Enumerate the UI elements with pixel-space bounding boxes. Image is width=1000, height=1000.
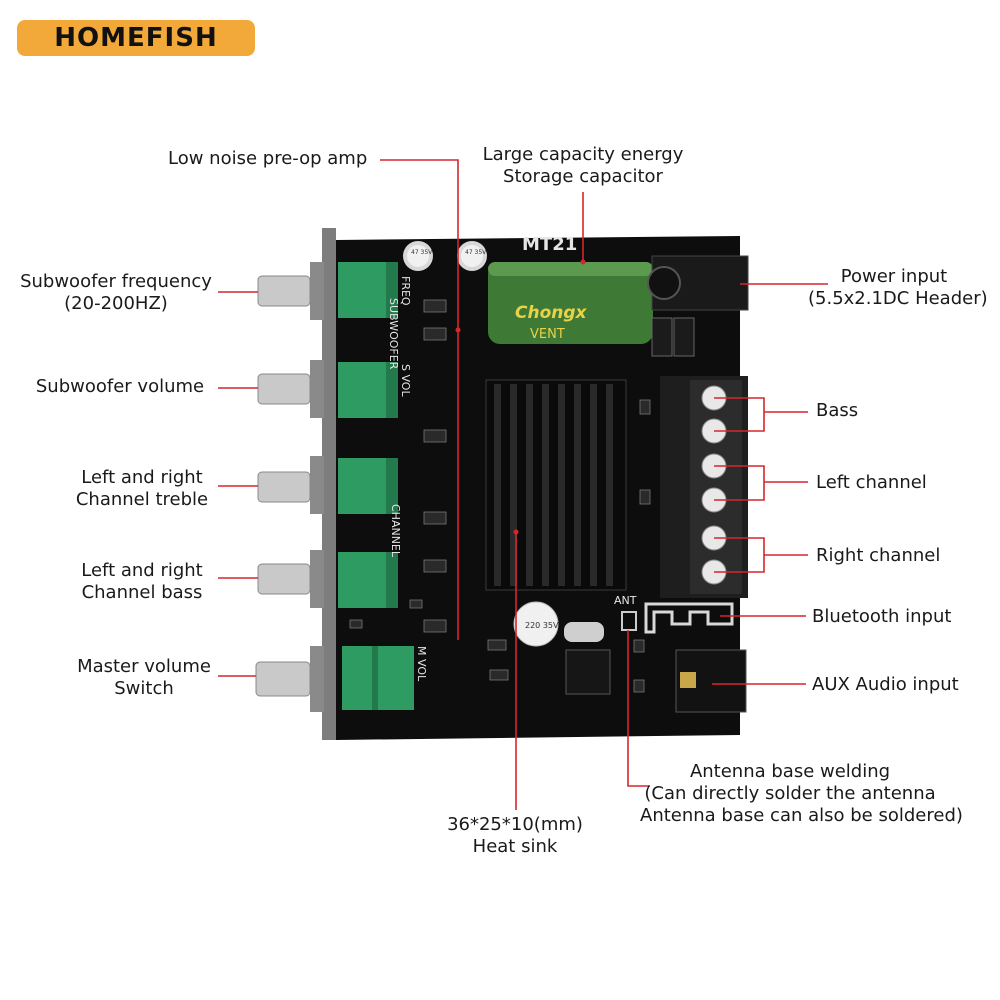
storage-capacitor: Chongx VENT [488,262,653,344]
knob-subwoofer-frequency[interactable] [257,262,324,320]
knob-bass[interactable] [257,550,324,608]
label-bluetooth-input: Bluetooth input [812,606,952,627]
crystal [564,622,604,642]
antenna-base-pad [621,611,637,631]
svg-text:VENT: VENT [530,327,565,342]
label-right-channel: Right channel [816,545,941,566]
small-capacitor-1: 47 35V [403,241,433,271]
ant-silkscreen: ANT [614,594,637,607]
front-panel [322,228,336,740]
label-antenna-base: Antenna base welding(Can directly solder… [640,761,963,826]
label-subwoofer-frequency: Subwoofer frequency(20-200HZ) [20,271,212,314]
diode-1 [651,317,673,357]
label-left-channel: Left channel [816,472,927,493]
bluetooth-chip [565,649,611,695]
power-jack [647,255,749,311]
knob-master-volume[interactable] [255,646,324,712]
model-text: MT21 [522,234,577,255]
label-subwoofer-volume: Subwoofer volume [35,376,205,397]
label-heat-sink: 36*25*10(mm)Heat sink [447,814,583,857]
bluetooth-antenna-trace [644,602,734,634]
label-bass-output: Bass [816,400,859,421]
silk-subwoofer: SUBWOOFER [387,298,400,370]
leader-lines [218,159,828,810]
small-capacitor-2: 47 35V [457,241,487,271]
speaker-terminal-block [660,376,748,598]
pot-subwoofer-frequency [338,262,398,318]
pot-treble [338,458,398,514]
diode-2 [673,317,695,357]
pot-subwoofer-volume [338,362,398,418]
silk-m-vol: M VOL [415,646,428,682]
silk-freq: FREQ [399,276,412,306]
pot-bass [338,552,398,608]
heat-sink [485,379,627,591]
knob-treble[interactable] [257,456,324,514]
brand-logo: HOMEFISH [17,20,255,56]
pot-master-volume [342,646,414,710]
silk-channel: CHANNEL [389,504,402,558]
aux-jack [675,649,747,713]
knob-subwoofer-volume[interactable] [257,360,324,418]
silk-s-vol: S VOL [399,364,412,397]
label-power-input: Power input(5.5x2.1DC Header) [808,266,988,309]
filter-capacitor: 220 35V [513,601,559,647]
svg-text:220 35V: 220 35V [525,621,559,630]
label-preop-amp: Low noise pre-op amp [168,148,368,169]
smd-components [349,299,651,693]
svg-text:47 35V: 47 35V [465,249,487,256]
svg-text:Chongx: Chongx [515,303,588,323]
label-aux-input: AUX Audio input [812,674,959,695]
brand-logo-text: HOMEFISH [54,23,218,53]
svg-text:47 35V: 47 35V [411,249,433,256]
